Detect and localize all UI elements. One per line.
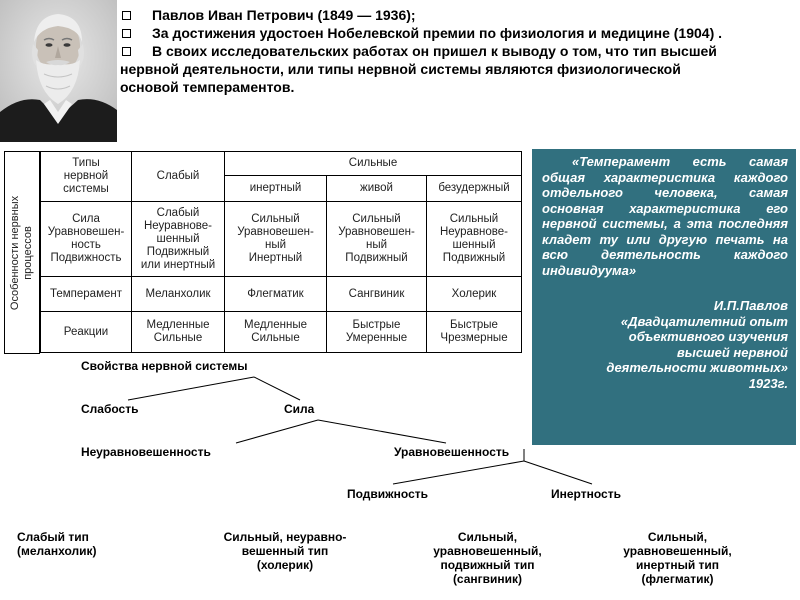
connector-line [393,461,524,484]
tree-unbalanced-label: Неуравновешенность [81,445,211,459]
connector-line [236,420,318,443]
type-phlegmatic-label: Сильный,уравновешенный,инертный тип(флег… [600,530,755,586]
connector-line [524,461,592,484]
tree-inertness-label: Инертность [551,487,621,501]
tree-balanced-label: Уравновешенность [394,445,509,459]
tree-weakness-label: Слабость [81,402,138,416]
type-choleric-label: Сильный, неуравно-вешенный тип(холерик) [200,530,370,572]
tree-strength-label: Сила [284,402,314,416]
type-weak-label: Слабый тип(меланхолик) [17,530,97,558]
type-sanguine-label: Сильный,уравновешенный,подвижный тип(сан… [410,530,565,586]
tree-mobility-label: Подвижность [347,487,428,501]
connector-line [254,377,300,400]
connector-line [128,377,254,400]
tree-root-label: Свойства нервной системы [81,359,248,373]
connector-line [318,420,446,443]
